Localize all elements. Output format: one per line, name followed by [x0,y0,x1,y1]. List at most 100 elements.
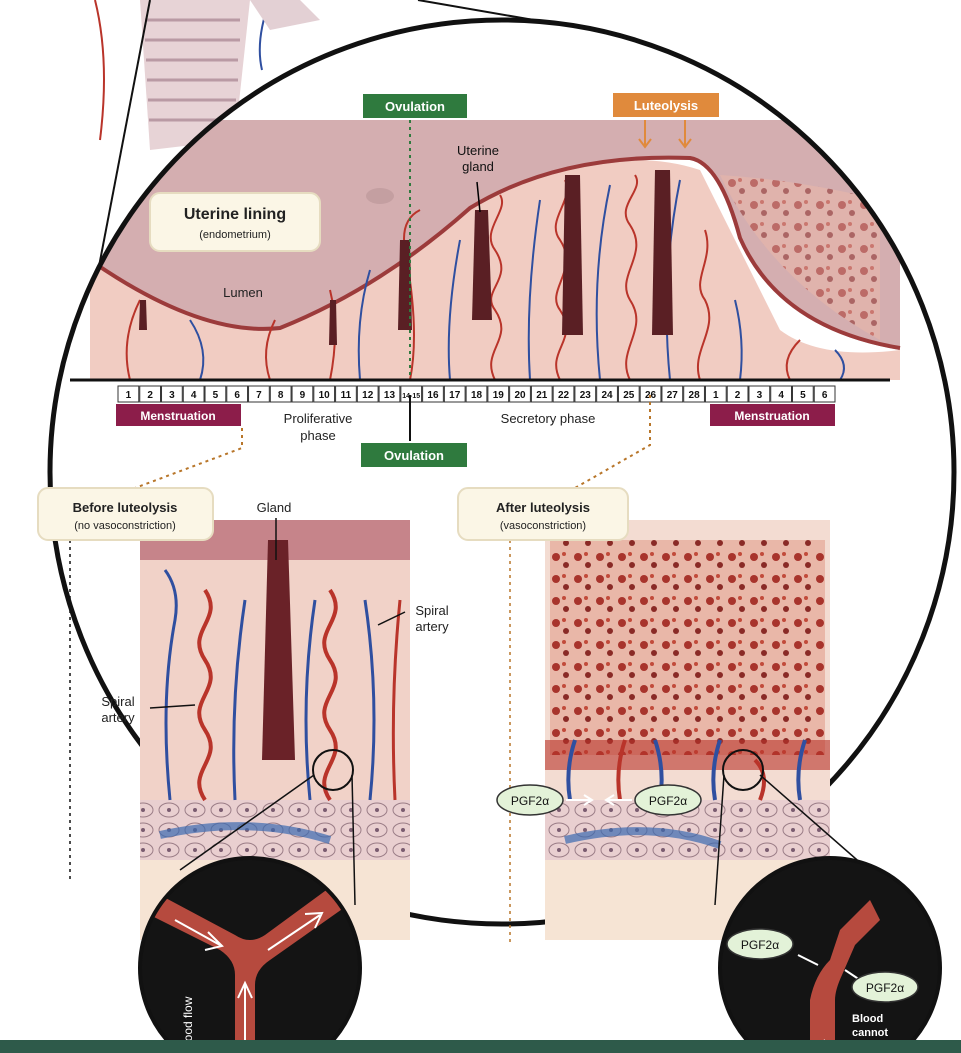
day-cell: 14-15 [401,386,422,402]
day-number: 23 [580,390,592,401]
luteolysis-top-text: Luteolysis [634,98,698,113]
day-cell: 11 [336,386,357,402]
ovulation-bottom-text: Ovulation [384,448,444,463]
day-number: 24 [601,390,613,401]
day-cell: 28 [684,386,705,402]
day-cell: 13 [379,386,400,402]
uterine-lining-callout: Uterine lining (endometrium) [150,193,320,251]
day-cell: 1 [705,386,726,402]
day-cell: 9 [292,386,313,402]
day-number: 13 [384,390,396,401]
day-number: 6 [822,390,828,401]
day-cell: 2 [140,386,161,402]
gland-label: Gland [257,500,292,515]
menstruation-right: Menstruation [710,404,835,426]
day-number: 20 [514,390,526,401]
day-cell: 3 [749,386,770,402]
bottom-bar [0,1040,961,1053]
day-cell: 25 [618,386,639,402]
blood-cannot-label-1: Blood [852,1013,883,1025]
day-number: 16 [427,390,439,401]
uterine-gland-label-1: Uterine [457,143,499,158]
day-number: 28 [689,390,701,401]
spiral-artery-left-label-1: Spiral [101,694,134,709]
day-cell: 7 [249,386,270,402]
before-luteolysis-subtitle: (no vasoconstriction) [74,520,176,532]
spiral-artery-left-label-2: artery [101,710,135,725]
lumen-label: Lumen [223,285,263,300]
day-cell: 5 [205,386,226,402]
day-cell: 24 [597,386,618,402]
day-number: 27 [667,390,679,401]
day-cell: 16 [423,386,444,402]
day-number: 9 [300,390,306,401]
secretory-label: Secretory phase [501,411,596,426]
day-cell: 19 [488,386,509,402]
after-luteolysis-subtitle: (vasoconstriction) [500,520,586,532]
day-cell: 1 [118,386,139,402]
spiral-artery-right-label-2: artery [415,619,449,634]
day-cell: 2 [727,386,748,402]
spiral-artery-right-label-1: Spiral [415,603,448,618]
pgf2a-right-text: PGF2α [649,794,687,808]
day-cell: 5 [792,386,813,402]
day-number: 1 [713,390,719,401]
proliferative-label-2: phase [300,428,335,443]
pgf2a-bubble-right: PGF2α [635,785,701,815]
day-number: 2 [735,390,741,401]
day-number: 21 [536,390,548,401]
day-cell: 18 [466,386,487,402]
after-luteolysis-callout: After luteolysis (vasoconstriction) [458,488,628,540]
menstruation-left-text: Menstruation [140,409,215,423]
pgf2a-zoom-b-text: PGF2α [866,981,904,995]
day-number: 19 [493,390,505,401]
pgf2a-zoom-bubble-a: PGF2α [727,929,793,959]
day-number: 1 [126,390,132,401]
day-number: 5 [800,390,806,401]
day-number: 10 [319,390,331,401]
day-cell: 8 [270,386,291,402]
day-number: 11 [341,390,352,401]
day-number: 4 [191,390,197,401]
day-cell: 4 [183,386,204,402]
day-number: 3 [757,390,763,401]
blood-cannot-label-2: cannot [852,1027,888,1039]
pgf2a-zoom-bubble-b: PGF2α [852,972,918,1002]
day-cell: 26 [640,386,661,402]
ovulation-label-top: Ovulation [362,93,468,119]
day-cell: 23 [575,386,596,402]
day-cell: 6 [814,386,835,402]
day-cell: 20 [510,386,531,402]
day-cell: 6 [227,386,248,402]
day-number: 25 [623,390,635,401]
pgf2a-left-text: PGF2α [511,794,549,808]
day-cell: 4 [771,386,792,402]
day-number: 22 [558,390,570,401]
pgf2a-zoom-a-text: PGF2α [741,938,779,952]
day-number: 3 [169,390,175,401]
day-number: 5 [213,390,219,401]
day-number: 17 [449,390,461,401]
menstruation-left: Menstruation [116,404,241,426]
day-cell: 10 [314,386,335,402]
menstruation-right-text: Menstruation [734,409,809,423]
pgf2a-bubble-left: PGF2α [497,785,563,815]
zoom-circle-vasoconstriction: PGF2α PGF2α Blood cannot [720,858,940,1053]
uterine-gland-label-2: gland [462,159,494,174]
day-number: 2 [147,390,153,401]
day-number: 18 [471,390,483,401]
day-number: 14-15 [402,393,420,400]
before-luteolysis-title: Before luteolysis [73,500,178,515]
day-cell: 21 [531,386,552,402]
day-number: 12 [362,390,374,401]
day-number: 8 [278,390,284,401]
day-cell: 27 [662,386,683,402]
before-luteolysis-callout: Before luteolysis (no vasoconstriction) [38,488,213,540]
zoom-circle-blood-flow: Blood flow [140,858,360,1053]
day-cell: 12 [357,386,378,402]
day-number: 7 [256,390,262,401]
day-number: 4 [778,390,784,401]
